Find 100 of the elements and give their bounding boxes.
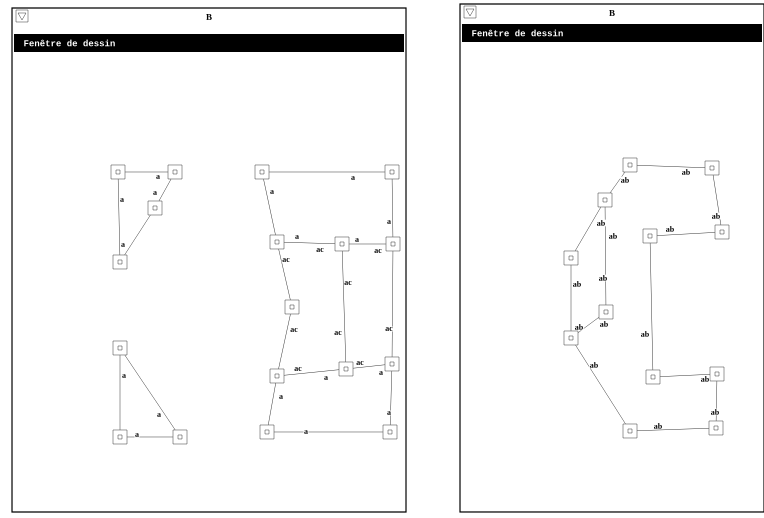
vertex-box [622,424,638,438]
edge-label: a [350,176,356,180]
vertex-box [642,228,658,244]
edge-label: ab [681,168,691,176]
vertex-box [270,234,284,250]
title-bar: Fenêtre de dessin [462,24,762,42]
role-label: ac [374,248,382,254]
edge-label: a [278,394,284,400]
connector [390,371,392,425]
connector [575,207,601,251]
edge-label: ab [608,232,618,240]
connector [118,179,120,255]
edge-label: ab [599,320,609,328]
edge-label: ab [620,176,630,184]
edge-label: a [386,410,392,416]
edge-label: ab [596,220,606,226]
edge-label: a [122,374,126,378]
vertex-box [384,356,400,372]
edge-label: ac [384,326,394,332]
vertex-box [382,424,398,440]
window-title: B [206,14,212,20]
vertex-box [260,424,274,440]
edge-label: a [270,190,274,194]
edge-label: a [134,432,140,438]
connector [353,364,385,368]
edge-label: a [120,242,126,248]
edge-label: a [294,234,300,240]
connector [657,232,715,236]
vertex-box [112,340,128,356]
connector [610,172,626,193]
connector [124,215,151,255]
vertex-box [714,224,730,240]
vertex-box [148,200,162,216]
title-bar: Fenêtre de dessin [14,34,404,52]
edge-label: a [386,220,392,224]
edge-label: a [120,198,124,202]
connector [263,179,276,235]
edge-label: ab [700,376,710,382]
connector [127,436,173,438]
edge-label: ac [294,366,302,372]
vertex-box [564,330,578,346]
connector [392,179,394,237]
connector [660,374,710,377]
vertex-box [598,192,612,208]
connector [637,165,705,168]
vertex-box [284,300,300,314]
role-label: ab [574,324,584,330]
connector [570,265,572,331]
role-label: a [324,376,328,380]
edge-label: ab [711,212,721,220]
connector [342,251,346,362]
vertex-box [254,164,270,180]
vertex-box [338,362,354,376]
connector [604,207,606,305]
edge-label: ab [572,280,582,288]
edge-label: ab [589,362,599,368]
connector [392,251,394,357]
connector [284,242,335,244]
edge-label: a [152,190,158,196]
edge-label: a [156,174,160,180]
edge-label: ac [290,328,298,332]
connector [284,370,339,376]
connector [650,243,654,370]
vertex-box [334,236,350,252]
edge-label: ac [356,360,364,366]
vertex-box [564,250,578,266]
edge-label: ab [653,422,663,430]
vertex-box [172,430,188,444]
connector [578,317,599,333]
connector [637,428,709,431]
connector [278,314,291,369]
vertex-box [112,430,128,444]
window [459,3,764,513]
window-title: B [609,10,615,16]
connector [268,383,276,425]
connector [712,175,722,225]
vertex-box [646,370,660,384]
vertex-box [110,164,126,180]
connector [575,345,626,424]
vertex-box [622,158,638,172]
connector [158,179,172,201]
edge-label: ac [282,258,290,262]
edge-label: a [156,412,162,418]
role-label: a [378,370,384,376]
vertex-box [112,254,128,270]
role-label: ac [334,330,342,336]
connector [278,249,291,300]
vertex-box [270,368,284,384]
vertex-box [708,420,724,436]
edge-label: a [304,430,308,434]
window [11,7,407,513]
role-label: ab [598,274,608,282]
connector [124,355,176,430]
edge-label: ab [665,226,675,232]
vertex-box [168,164,182,180]
role-label: ac [316,248,324,252]
edge-label: ac [344,280,352,286]
vertex-box [710,366,724,382]
edge-label: a [354,238,360,242]
vertex-box [384,164,400,180]
